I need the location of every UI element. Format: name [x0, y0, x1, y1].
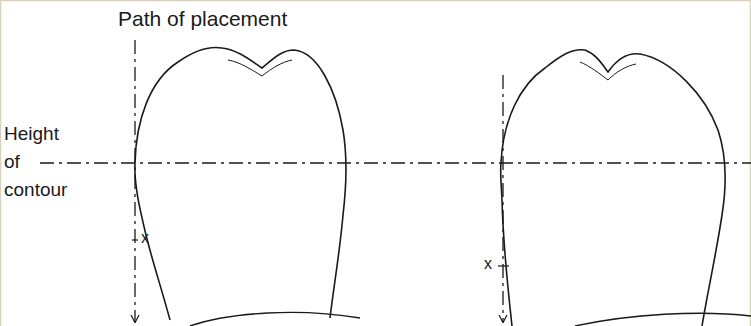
tooth-crown-outline	[135, 48, 346, 320]
tooth-crown-outline	[501, 50, 726, 326]
path-of-placement-arrow	[134, 40, 135, 322]
undercut-tick	[498, 265, 509, 266]
adjacent-contour	[190, 312, 360, 326]
central-fossa	[228, 60, 292, 76]
undercut-mark: x	[484, 254, 498, 274]
undercut-mark: x	[141, 228, 155, 248]
height-of-contour-line	[40, 162, 751, 163]
adjacent-contour	[575, 313, 751, 326]
figure-label: Height of contour	[4, 120, 80, 204]
figure-label: Path of placement	[118, 6, 378, 32]
path-of-placement-arrow	[502, 75, 503, 322]
undercut-tick	[132, 239, 138, 240]
central-fossa	[580, 62, 636, 80]
